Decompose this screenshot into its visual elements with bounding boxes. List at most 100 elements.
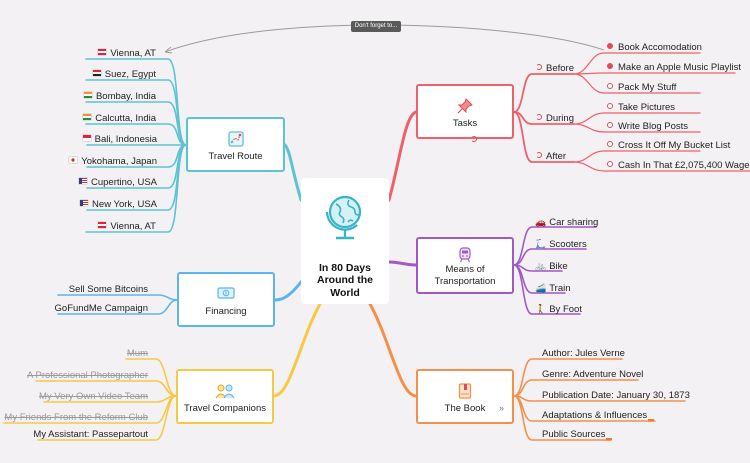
- checked-task-icon[interactable]: [607, 63, 613, 70]
- dont-forget-tooltip: Don't forget to...: [351, 21, 401, 32]
- transport-mode[interactable]: 🚲Bike: [535, 260, 568, 273]
- task-group-line: [513, 73, 575, 113]
- globe-icon: [325, 195, 362, 240]
- task-item[interactable]: Pack My Stuff: [607, 82, 676, 94]
- transport-mode-label: Scooters: [549, 239, 587, 250]
- book-detail[interactable]: Adaptations & Influences: [542, 410, 648, 421]
- unchecked-task-icon[interactable]: [607, 103, 613, 110]
- route-stop[interactable]: Yokohama, Japan: [69, 156, 157, 168]
- flag-us-icon: [80, 200, 89, 207]
- unchecked-task-icon[interactable]: [607, 141, 613, 148]
- book-detail[interactable]: Publication Date: January 30, 1873: [542, 390, 690, 401]
- book-detail[interactable]: Genre: Adventure Novel: [542, 369, 644, 380]
- task-item-line: [573, 112, 701, 125]
- note-marker-icon[interactable]: [648, 419, 654, 422]
- travel-companions-node[interactable]: Travel Companions: [176, 369, 274, 424]
- tasks-node[interactable]: Tasks: [416, 84, 514, 142]
- companion-item[interactable]: Mum: [126, 348, 148, 359]
- route-stop[interactable]: Suez, Egypt: [92, 69, 156, 81]
- route-stop-label: Bombay, India: [95, 91, 156, 102]
- route-stop-label: New York, USA: [92, 199, 157, 210]
- task-group-label: After: [546, 151, 567, 162]
- banknote-icon: [217, 286, 235, 305]
- financing-option[interactable]: Sell Some Bitcoins: [68, 284, 148, 295]
- transport-mode-icon: 🛴: [535, 239, 547, 249]
- task-group-during[interactable]: During: [536, 113, 574, 125]
- double-chevron-icon[interactable]: »: [498, 403, 504, 413]
- route-stop[interactable]: Vienna, AT: [98, 48, 156, 60]
- route-stop[interactable]: Bali, Indonesia: [82, 134, 157, 146]
- route-stop-label: Yokohama, Japan: [81, 156, 157, 167]
- companion-item[interactable]: My Friends From the Reform Club: [4, 412, 148, 423]
- route-stop[interactable]: Bombay, India: [83, 91, 156, 103]
- task-item[interactable]: Cross It Off My Bucket List: [607, 140, 730, 152]
- transport-mode-icon: 🚄: [535, 283, 547, 293]
- task-group-before[interactable]: Before: [536, 63, 574, 75]
- transportation-node[interactable]: Means of Transportation: [416, 237, 514, 294]
- unchecked-task-icon[interactable]: [607, 83, 613, 90]
- tasks-title: Tasks: [452, 118, 478, 129]
- financing-title: Financing: [205, 306, 247, 317]
- route-stop[interactable]: Cupertino, USA: [78, 177, 157, 189]
- book-icon: [458, 383, 472, 404]
- route-stop[interactable]: Calcutta, India: [83, 113, 156, 125]
- route-stop-label: Suez, Egypt: [104, 69, 156, 80]
- task-group-label: Before: [546, 63, 574, 74]
- people-icon: [215, 383, 235, 404]
- pushpin-icon: [457, 98, 473, 119]
- companion-item[interactable]: A Professional Photographer: [27, 370, 148, 381]
- task-item[interactable]: Cash In That £2,075,400 Wager: [607, 160, 750, 172]
- the-book-node[interactable]: The Book »: [416, 369, 514, 424]
- task-label: Cross It Off My Bucket List: [618, 140, 731, 151]
- unchecked-task-icon[interactable]: [607, 161, 613, 168]
- financing-node[interactable]: Financing: [177, 272, 275, 327]
- task-item-line: [573, 161, 750, 172]
- transport-branch-line: [387, 260, 418, 267]
- route-leaf-line: [85, 144, 187, 233]
- transport-mode-label: Train: [549, 283, 571, 294]
- task-label: Take Pictures: [618, 102, 676, 113]
- unchecked-task-icon[interactable]: [607, 122, 613, 129]
- route-stop-label: Vienna, AT: [110, 48, 156, 59]
- checked-task-icon[interactable]: [607, 43, 613, 50]
- route-stop-label: Bali, Indonesia: [94, 134, 157, 145]
- transport-mode-icon: 🚶: [535, 304, 547, 314]
- transport-mode[interactable]: 🚶By Foot: [535, 303, 582, 316]
- task-label: Cash In That £2,075,400 Wager: [618, 160, 750, 171]
- transportation-title: Means of Transportation: [434, 264, 496, 287]
- task-item[interactable]: Write Blog Posts: [607, 121, 688, 133]
- route-stop-label: Vienna, AT: [110, 221, 156, 232]
- the-book-title: The Book: [444, 403, 486, 414]
- task-item[interactable]: Take Pictures: [607, 102, 675, 114]
- task-item[interactable]: Book Accomodation: [607, 42, 702, 54]
- book-leaf-line: [513, 395, 611, 441]
- route-stop[interactable]: Vienna, AT: [98, 221, 156, 233]
- financing-option[interactable]: GoFundMe Campaign: [54, 303, 148, 314]
- book-detail[interactable]: Author: Jules Verne: [542, 348, 625, 359]
- route-map-icon: [227, 131, 244, 152]
- travel-route-node[interactable]: Travel Route: [186, 117, 285, 172]
- tasks-progress-icon: [471, 136, 477, 142]
- transport-mode[interactable]: 🛴Scooters: [535, 238, 587, 251]
- financing-branch-line: [273, 280, 303, 302]
- central-topic-title: In 80 Days Around the World: [317, 261, 373, 299]
- companion-item[interactable]: My Very Own Video Team: [39, 391, 148, 402]
- transport-mode[interactable]: 🚗Car sharing: [535, 216, 598, 229]
- task-item-line: [573, 123, 701, 133]
- train-icon: [457, 247, 473, 268]
- task-group-line: [513, 111, 575, 163]
- financing-leaf-line: [57, 299, 178, 315]
- note-marker-icon[interactable]: [606, 438, 612, 441]
- task-group-after[interactable]: After: [536, 151, 566, 163]
- tasks-branch-line: [387, 110, 418, 202]
- task-item[interactable]: Make an Apple Music Playlist: [607, 62, 741, 74]
- progress-ring-icon: [536, 114, 542, 121]
- book-detail[interactable]: Public Sources: [542, 429, 606, 440]
- central-topic[interactable]: In 80 Days Around the World: [301, 178, 389, 304]
- route-stop[interactable]: New York, USA: [80, 199, 157, 211]
- transport-mode[interactable]: 🚄Train: [535, 282, 571, 295]
- flag-eg-icon: [92, 70, 101, 77]
- companion-item[interactable]: My Assistant: Passepartout: [33, 429, 148, 440]
- task-item-line: [573, 73, 701, 94]
